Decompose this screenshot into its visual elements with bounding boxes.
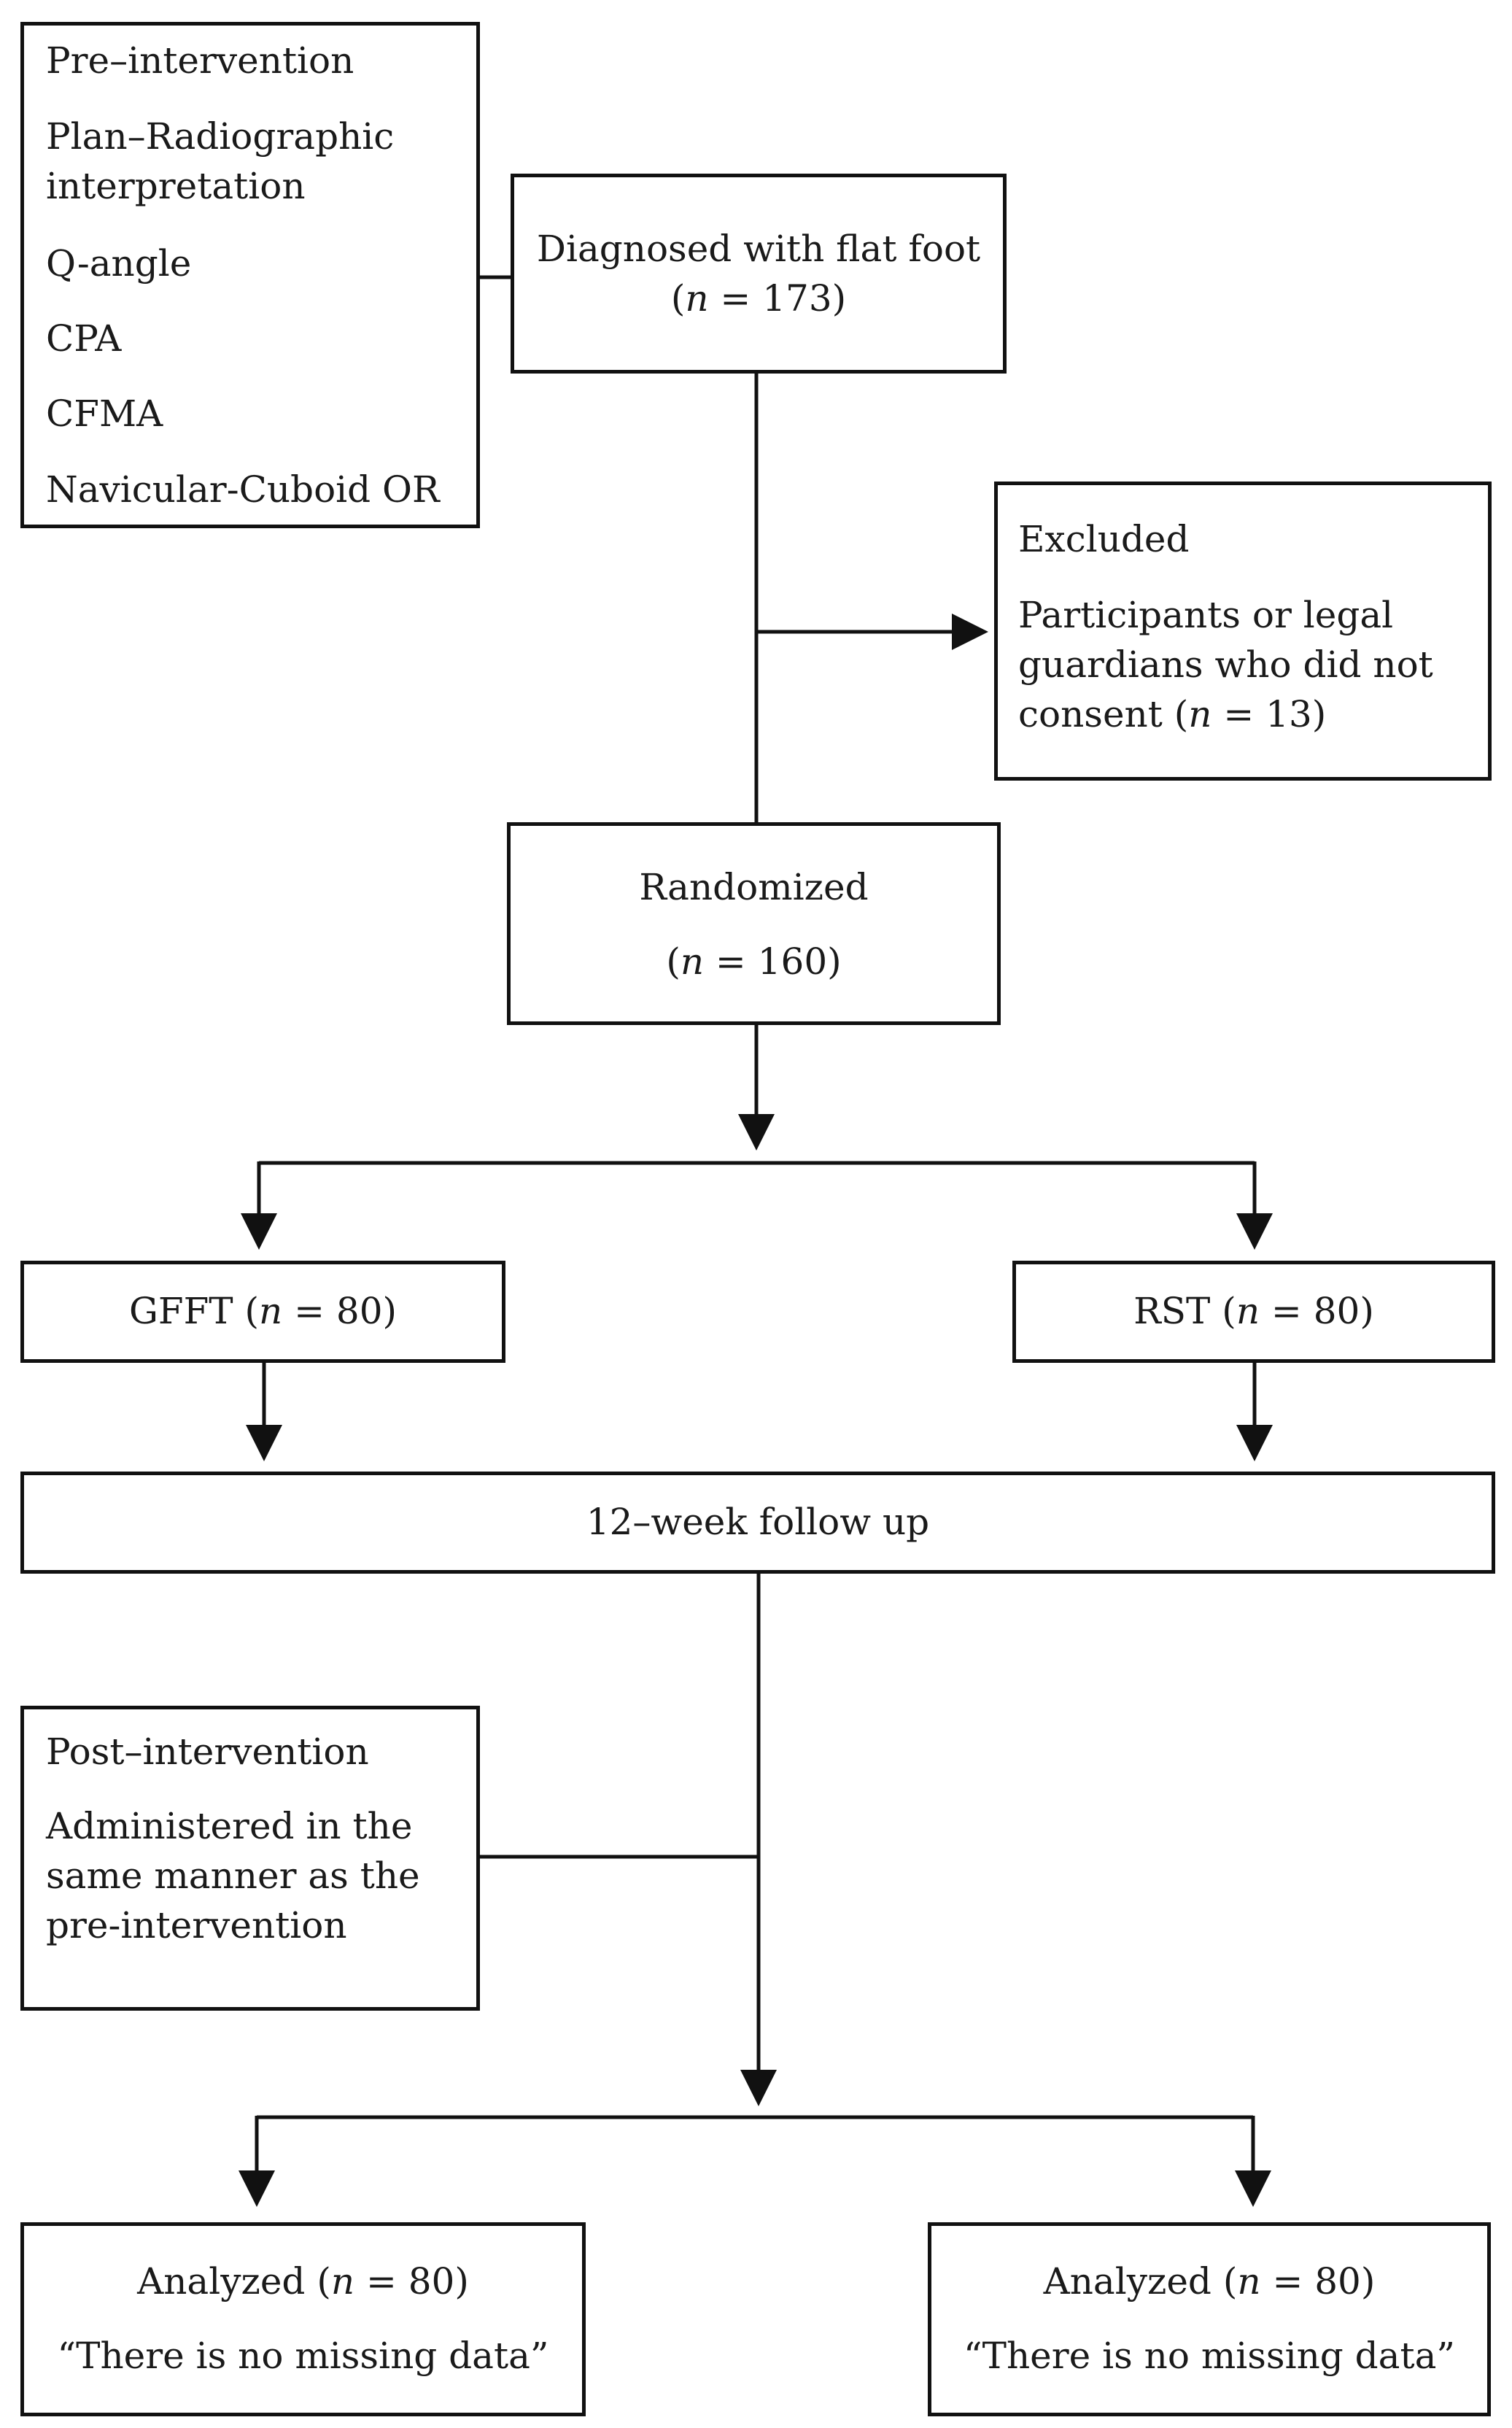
analyzed-left-label: Analyzed (n = 80) — [137, 2260, 469, 2303]
pre-item: CPA — [46, 317, 122, 360]
pre-item: Plan–Radiographic — [46, 115, 395, 158]
analyzed-left-note: “There is no missing data” — [57, 2335, 549, 2377]
pre-intervention-title: Pre–intervention — [46, 39, 354, 82]
randomized-box: Randomized (n = 160) — [507, 822, 1001, 1025]
analyzed-right-label: Analyzed (n = 80) — [1043, 2260, 1376, 2303]
gfft-label: GFFT (n = 80) — [128, 1290, 398, 1332]
pre-item: Q-angle — [46, 242, 192, 285]
randomized-label: Randomized — [639, 866, 869, 908]
pre-item: CFMA — [46, 393, 163, 435]
followup-label: 12–week follow up — [586, 1501, 930, 1543]
excluded-line: guardians who did not — [1018, 643, 1433, 686]
post-intervention-title: Post–intervention — [46, 1731, 369, 1773]
post-intervention-box: Post–intervention Administered in the sa… — [20, 1706, 480, 2011]
excluded-title: Excluded — [1018, 518, 1190, 560]
excluded-box: Excluded Participants or legal guardians… — [994, 482, 1492, 781]
pre-intervention-box: Pre–intervention Plan–Radiographic inter… — [20, 22, 480, 528]
diagnosed-label: Diagnosed with flat foot — [536, 228, 981, 270]
pre-item: Navicular-Cuboid OR — [46, 468, 440, 511]
randomized-count: (n = 160) — [666, 940, 842, 983]
analyzed-right-box: Analyzed (n = 80) “There is no missing d… — [928, 2222, 1491, 2416]
post-line: same manner as the — [46, 1855, 420, 1897]
excluded-line: Participants or legal — [1018, 594, 1394, 636]
analyzed-right-note: “There is no missing data” — [964, 2335, 1455, 2377]
post-line: pre-intervention — [46, 1904, 347, 1946]
post-line: Administered in the — [46, 1805, 413, 1847]
rst-label: RST (n = 80) — [1133, 1290, 1374, 1332]
pre-item: interpretation — [46, 165, 306, 207]
followup-box: 12–week follow up — [20, 1472, 1495, 1574]
analyzed-left-box: Analyzed (n = 80) “There is no missing d… — [20, 2222, 586, 2416]
excluded-line: consent (n = 13) — [1018, 693, 1327, 735]
diagnosed-box: Diagnosed with flat foot (n = 173) — [511, 174, 1007, 374]
gfft-box: GFFT (n = 80) — [20, 1261, 505, 1363]
rst-box: RST (n = 80) — [1012, 1261, 1495, 1363]
diagnosed-count: (n = 173) — [670, 277, 847, 320]
